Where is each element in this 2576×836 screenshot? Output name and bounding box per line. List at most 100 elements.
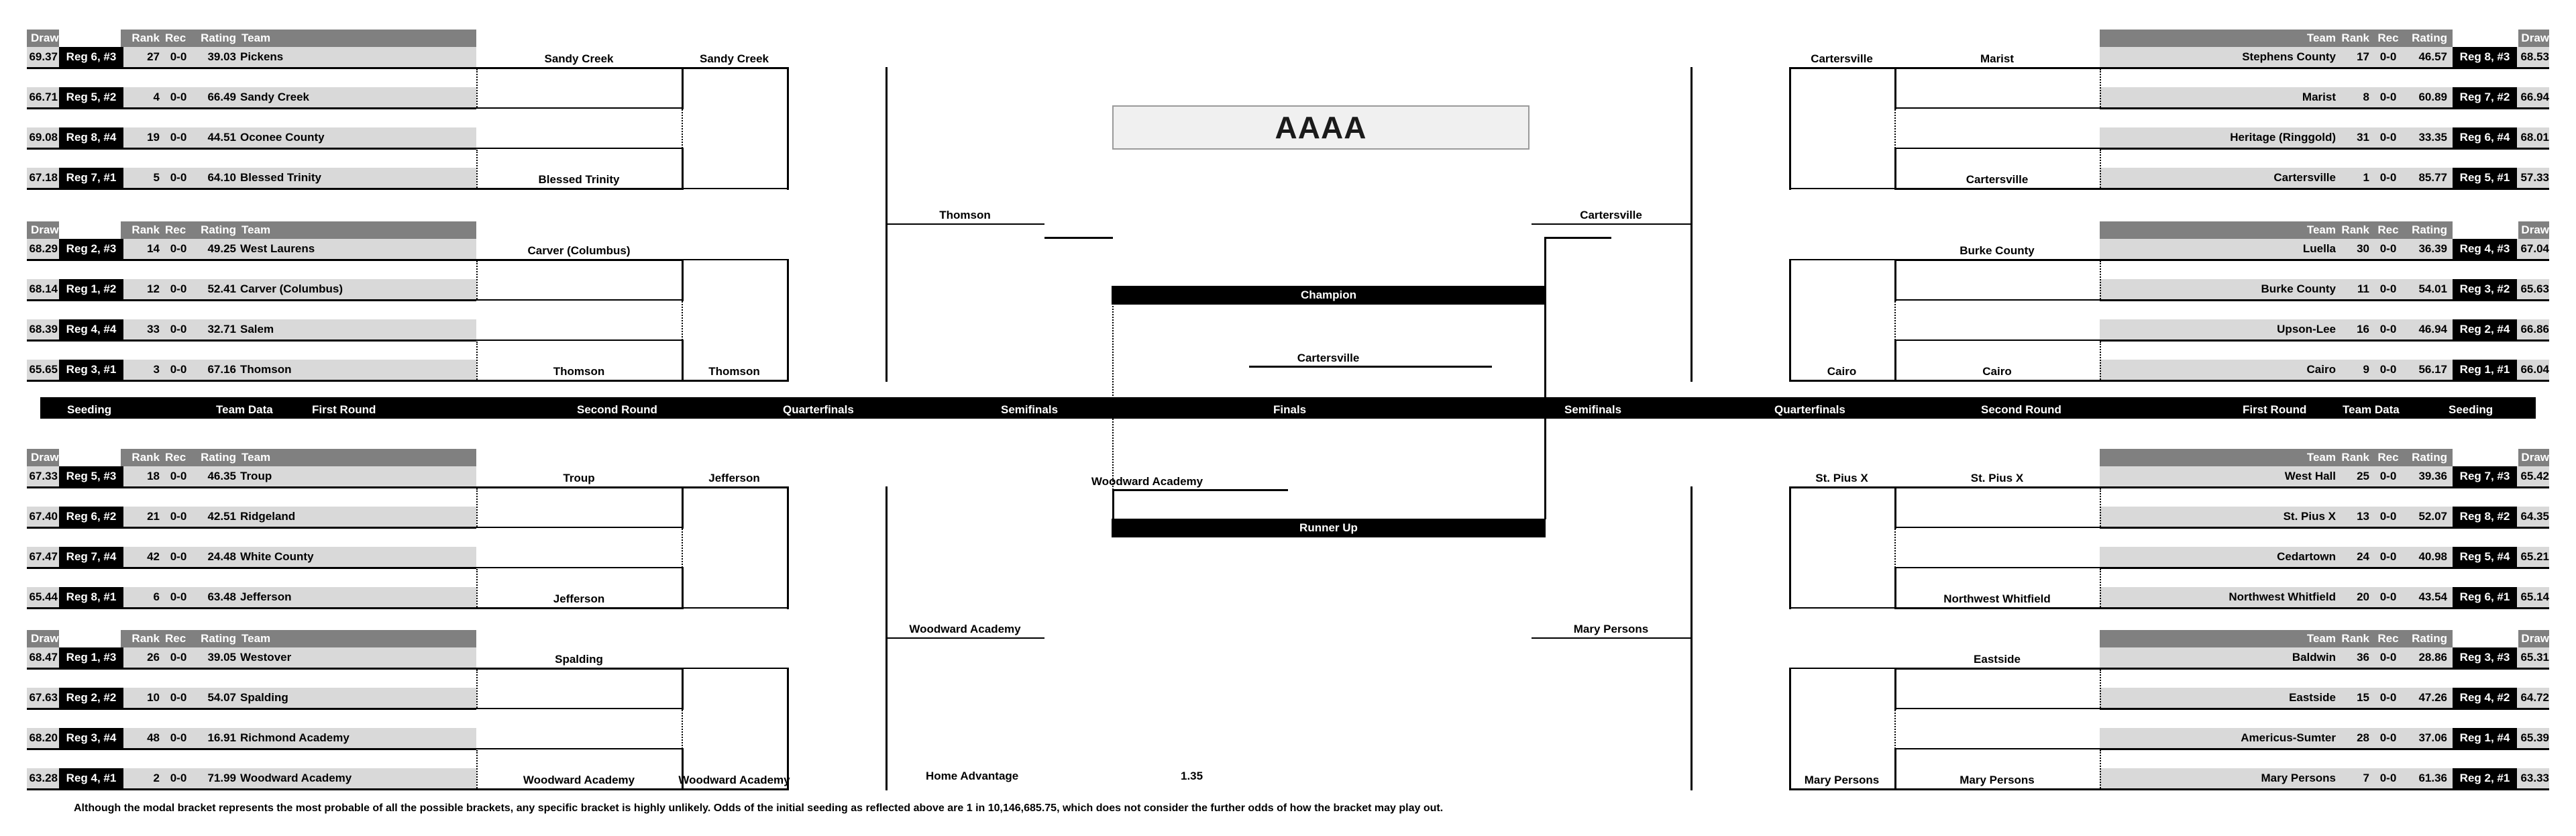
- record-value: 0-0: [2379, 282, 2397, 295]
- seed-badge-bg: [2453, 728, 2517, 748]
- semifinal-line: [1532, 637, 1690, 639]
- round3-dotted: [682, 668, 683, 788]
- record-value: 0-0: [2379, 50, 2397, 63]
- col-header-team: Team: [241, 451, 271, 464]
- seed-badge-bg: [59, 127, 123, 148]
- row-underline: [2100, 486, 2549, 488]
- team-name: Blessed Trinity: [240, 171, 321, 184]
- rank-value: 14: [147, 242, 160, 255]
- round2-loser-line: [1894, 527, 2100, 528]
- draw-value: 66.86: [2520, 323, 2549, 335]
- row-underline: [27, 748, 476, 750]
- seed-badge: Reg 5, #1: [2459, 171, 2510, 184]
- round2-winner-line: [1894, 486, 2100, 488]
- semifinal-line: [885, 637, 1044, 639]
- round2-winner-label: Thomson: [553, 365, 605, 378]
- rank-value: 12: [147, 282, 160, 295]
- team-name: Pickens: [240, 50, 284, 63]
- round-label-quarterfinals-left: Quarterfinals: [783, 403, 854, 416]
- team-name: Cairo: [2306, 363, 2336, 376]
- rating-value: 49.25: [207, 242, 236, 255]
- rating-value: 40.98: [2418, 550, 2447, 563]
- seed-badge: Reg 2, #3: [66, 242, 117, 255]
- round2-winner-line: [476, 486, 682, 488]
- team-name: Burke County: [2261, 282, 2336, 295]
- row-underline: [27, 486, 476, 488]
- row-underline: [27, 607, 476, 609]
- draw-value: 68.47: [29, 651, 58, 664]
- round3-dotted: [1894, 486, 1896, 607]
- header-draw-cell: [27, 30, 59, 47]
- col-header-draw: Draw: [31, 451, 59, 464]
- record-value: 0-0: [2379, 470, 2397, 482]
- draw-value: 68.20: [29, 731, 58, 744]
- rank-value: 42: [147, 550, 160, 563]
- champion-bar: Champion: [1112, 286, 1546, 305]
- rating-value: 46.94: [2418, 323, 2447, 335]
- seed-badge: Reg 5, #3: [66, 470, 117, 482]
- row-underline: [27, 67, 476, 69]
- draw-value: 65.31: [2520, 651, 2549, 664]
- rank-value: 33: [147, 323, 160, 335]
- round3-winner-line: [1789, 380, 1894, 382]
- draw-value: 68.53: [2520, 50, 2549, 63]
- round2-winner-line: [1894, 668, 2100, 670]
- round2-winner-label: Troup: [563, 472, 595, 484]
- seed-badge: Reg 1, #1: [2459, 363, 2510, 376]
- seed-badge: Reg 8, #2: [2459, 510, 2510, 523]
- col-header-rank: Rank: [2341, 223, 2369, 236]
- team-name: White County: [240, 550, 314, 563]
- round2-loser-line: [1894, 567, 2100, 568]
- draw-value: 66.71: [29, 91, 58, 103]
- round2-winner-line: [476, 668, 682, 670]
- row-underline: [27, 188, 476, 190]
- draw-value: 66.94: [2520, 91, 2549, 103]
- semifinal-winner-label: Thomson: [939, 209, 991, 221]
- team-name: Upson-Lee: [2277, 323, 2336, 335]
- rating-value: 36.39: [2418, 242, 2447, 255]
- seed-badge-bg: [2453, 360, 2517, 380]
- semifinal-vertical: [1690, 67, 1693, 382]
- record-value: 0-0: [2379, 731, 2397, 744]
- round2-loser-line: [476, 527, 682, 528]
- seed-badge: Reg 1, #2: [66, 282, 117, 295]
- bracket-dotted-connector: [476, 569, 478, 607]
- bracket-dotted-connector: [476, 69, 478, 107]
- team-name: Ridgeland: [240, 510, 296, 523]
- record-value: 0-0: [170, 323, 187, 335]
- record-value: 0-0: [170, 282, 187, 295]
- seed-badge-bg: [59, 768, 123, 788]
- col-header-rating: Rating: [2412, 632, 2447, 645]
- round2-winner-line: [476, 259, 682, 261]
- rank-value: 24: [2357, 550, 2369, 563]
- record-value: 0-0: [2379, 171, 2397, 184]
- col-header-rating: Rating: [201, 632, 236, 645]
- round3-winner-label: Jefferson: [708, 472, 760, 484]
- col-header-rank: Rank: [2341, 32, 2369, 44]
- col-header-rec: Rec: [165, 451, 186, 464]
- round2-winner-line: [476, 788, 682, 790]
- round3-winner-line: [1789, 788, 1894, 790]
- bracket-dotted-connector: [2100, 569, 2101, 607]
- team-name: Troup: [240, 470, 272, 482]
- seed-badge: Reg 6, #4: [2459, 131, 2510, 144]
- seed-badge-bg: [59, 688, 123, 708]
- round2-loser-line: [1894, 748, 2100, 749]
- rank-value: 36: [2357, 651, 2369, 664]
- col-header-team: Team: [241, 223, 271, 236]
- rating-value: 33.35: [2418, 131, 2447, 144]
- rating-value: 47.26: [2418, 691, 2447, 704]
- col-header-draw: Draw: [2521, 632, 2549, 645]
- seed-badge-bg: [59, 547, 123, 567]
- round2-loser-line: [476, 567, 682, 568]
- draw-value: 67.04: [2520, 242, 2549, 255]
- seed-badge-bg: [2453, 587, 2517, 607]
- round-label-team-data-left: Team Data: [216, 403, 273, 416]
- round2-loser-line: [476, 148, 682, 149]
- round3-vertical: [787, 486, 789, 609]
- col-header-draw: Draw: [2521, 223, 2549, 236]
- header-seed-gap: [59, 30, 123, 47]
- record-value: 0-0: [170, 242, 187, 255]
- semifinal-left-in: [1044, 237, 1113, 239]
- rating-value: 42.51: [207, 510, 236, 523]
